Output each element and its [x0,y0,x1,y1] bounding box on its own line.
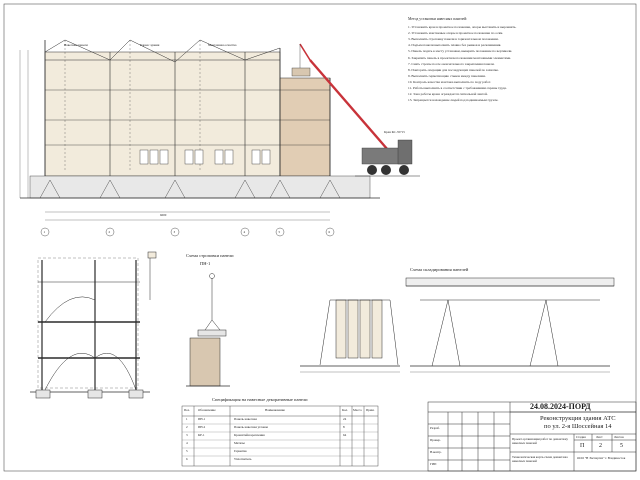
note-item: 4. Подъем панели выполнять плавно без ры… [408,43,502,48]
spec-cell: 5 [186,449,188,453]
role-label: ГИП [430,462,437,466]
sheet-value: 2 [599,443,602,449]
spec-cell: Герметик [234,449,247,453]
note-item: 2. Установить монтажные опоры в проектно… [408,31,504,36]
note-item: 8. Повторить операции для последующих па… [408,67,499,72]
facade-extension [279,77,331,177]
spec-cell: 8 [343,425,345,429]
project-name: Реконструкция здания АТС [540,415,616,422]
storage-scheme-title: Схема складирования панелей [410,267,469,272]
mobile-crane [291,43,420,177]
axis-label: 6 [328,229,331,234]
spec-cell: Уплотнитель [234,457,252,461]
note-item: 9. Выполнить герметизацию стыков между п… [408,73,486,78]
spec-cell: Панель навесная [234,417,257,421]
callout-frame: Каркас здания [140,43,160,47]
spec-cell: 4 [186,441,188,445]
role-label: Разраб. [430,426,440,430]
note-item: 3. Выполнить строповку панели в горизонт… [408,37,499,42]
note-item: 13. Запрещается нахождение людей под под… [408,98,499,103]
dim-bottom: 6000 [160,213,167,217]
frame-section [30,251,157,399]
spec-header: Масса [353,408,362,412]
sling-scheme-subtitle: ПН-1 [200,261,211,266]
sheets-label: Листов [614,434,624,439]
note-item: 5. Панель подать к месту установки, выве… [408,49,513,54]
axis-label: 4 [243,229,246,234]
role-label: Н.контр. [430,450,442,454]
crane-cab [397,139,413,165]
spec-cell: ПН-2 [198,425,206,429]
document-code: 24.08.2024-ПОРД [530,402,591,411]
spec-cell: Метизы [234,441,245,445]
organization: ООО "Н Экспертиз" г. Владивосток [577,456,626,460]
axis-label: 3 [173,229,176,234]
spec-title: Спецификация на навесные декоративные па… [212,397,308,402]
building-elevation [19,39,380,237]
spec-cell: Панель навесная угловая [234,425,268,429]
spec-header: Кол. [342,408,348,412]
note-item: 12. Зона работы крана ограждается сигнал… [408,92,488,97]
spec-cell: Кронштейн крепления [234,433,265,437]
spec-cell: 64 [343,433,347,437]
spec-cell: 2 [186,425,188,429]
note-item: 6. Закрепить панель в проектном положени… [408,55,512,60]
sheet-label: Лист [596,434,603,439]
stage-label: Стадия [576,434,586,439]
spec-table [181,405,379,467]
sling-scheme-title: Схема строповки панели [186,253,234,258]
note-item: 7. Снять стропы после окончательного зак… [408,61,495,66]
sling-scheme [186,273,230,387]
axis-label: 1 [43,229,46,234]
sheet-frame [3,3,637,472]
work-description: Проект организации работ по демонтажу на… [512,437,569,445]
storage-scheme-side [405,277,615,373]
note-item: 1. Установить кран в проектное положение… [408,25,517,30]
axis-label: 5 [278,229,281,234]
storage-scheme-front [300,299,400,373]
project-address: по ул. 2-я Шоссейная 14 [544,423,612,430]
spec-header: Обозначение [198,408,216,412]
crane-boom [309,59,389,151]
spec-cell: ПН-1 [198,417,206,421]
sheets-value: 5 [620,443,623,449]
callout-rigging: Монтажная оснастка [208,43,237,47]
spec-cell: 24 [343,417,347,421]
work-notes: Метод установки навесных панелей: 1. Уст… [408,16,636,103]
note-item: 11. Работы выполнять в соответствии с тр… [408,86,507,91]
spec-cell: 1 [186,417,188,421]
lifted-panel [291,67,311,77]
sheet-title: Технологическая карта-схема демонтажа на… [512,455,568,463]
role-label: Провер. [430,438,441,442]
spec-header: Поз. [184,408,190,412]
stage-value: П [580,443,585,449]
axis-label: 2 [108,229,111,234]
callout-panels: Навесные панели [64,43,88,47]
spec-header: Наименование [265,408,285,412]
spec-cell: КР-1 [198,433,205,437]
spec-cell: 6 [186,457,188,461]
title-block [427,401,637,472]
note-item: 10. Контроль качества монтажа выполнять … [408,79,491,84]
spec-header: Прим. [366,408,375,412]
crane-label: Кран КС-35715 [384,130,405,134]
spec-cell: 3 [186,433,188,437]
notes-heading: Метод установки навесных панелей: [408,17,468,21]
